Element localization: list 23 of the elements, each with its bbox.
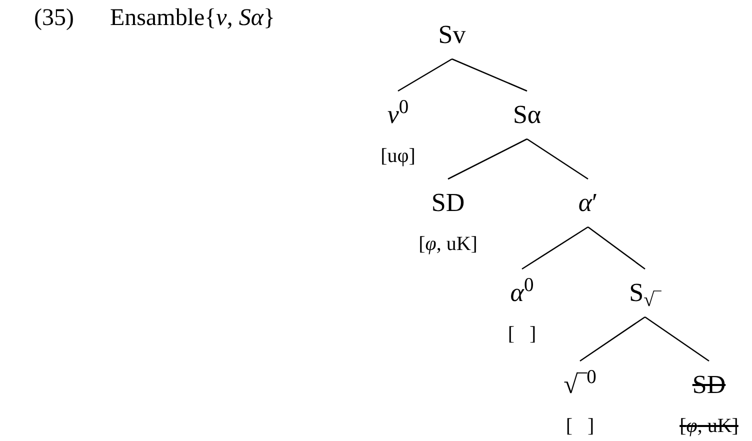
node-label: SD (431, 190, 465, 216)
node-label: α′ (578, 190, 598, 216)
tree-branch (580, 316, 646, 362)
feature-bundle: [ ] (566, 416, 594, 436)
tree-branch (522, 226, 588, 270)
node-label: α$^{0}$ (510, 280, 534, 306)
tree-branch (448, 138, 528, 180)
node-label: SD (692, 372, 726, 398)
node-label: Sα (512, 102, 542, 128)
tree-branch (452, 58, 528, 92)
feature-bundle: [φ, uK] (418, 234, 478, 254)
feature-bundle: [uφ] (380, 146, 416, 166)
feature-bundle: [ ] (508, 324, 536, 344)
tree-branch (398, 58, 452, 92)
node-label: v$^{0}$ (387, 102, 409, 128)
node-label: √‾$^{0}$ (564, 372, 596, 398)
tree-branch (588, 226, 646, 270)
node-label: S$_{√‾}$ (629, 280, 661, 306)
tree-branch (526, 138, 588, 180)
title: Ensamble{v, Sα} (110, 6, 275, 30)
example-number: (35) (34, 6, 74, 30)
tree-branch (644, 316, 710, 362)
node-label: Sv (438, 22, 466, 48)
